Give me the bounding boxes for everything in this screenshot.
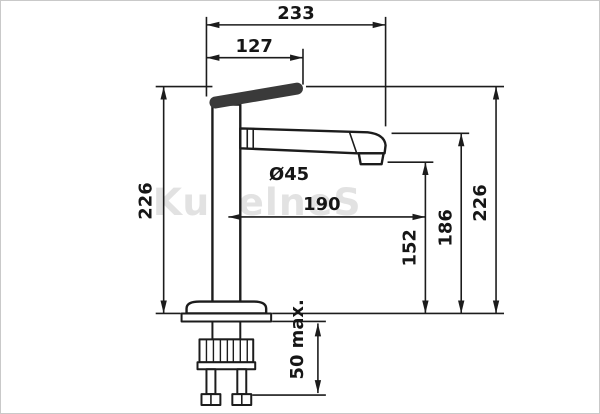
dim-127-label: 127 xyxy=(236,36,273,57)
dim-total-height-right: 226 xyxy=(272,85,505,315)
dim-226l-label: 226 xyxy=(136,182,157,219)
dim-186-label: 186 xyxy=(435,209,456,246)
dim-outlet-height: 152 xyxy=(387,161,434,314)
dim-50-label: 50 max. xyxy=(287,299,308,379)
dim-226r-label: 226 xyxy=(470,184,491,221)
dim-handle-reach: 127 xyxy=(206,36,304,85)
dim-233-label: 233 xyxy=(277,3,314,24)
dim-spout-top-height: 186 xyxy=(391,132,470,314)
mount-clamp xyxy=(198,338,255,364)
dim-total-width: 233 xyxy=(205,3,387,127)
base-washer xyxy=(180,312,273,323)
faucet-drawing xyxy=(180,82,387,407)
dim-max-mount-depth: 50 max. xyxy=(252,299,326,396)
dim-190-label: 190 xyxy=(303,194,340,215)
faucet-spout xyxy=(239,127,387,155)
dim-spout-reach: 190 xyxy=(228,194,426,221)
dim-152-label: 152 xyxy=(399,229,420,266)
dim-height-left: 226 xyxy=(136,85,213,315)
faucet-body xyxy=(211,103,242,305)
dim-45-label: Ø45 xyxy=(269,164,309,185)
mount-shank xyxy=(211,320,242,341)
spout-joint-line xyxy=(348,132,358,155)
mount-stud-right xyxy=(236,368,248,396)
dim-233-extension-lines xyxy=(205,16,387,127)
mount-plate xyxy=(196,361,257,371)
base-flange xyxy=(185,300,268,315)
mount-stud-left xyxy=(205,368,217,396)
dim-outlet-diameter: Ø45 xyxy=(269,164,309,185)
faucet-handle xyxy=(209,82,303,109)
dim-50-extension-lines xyxy=(252,320,326,396)
faucet-aerator xyxy=(357,152,385,166)
dim-226r-extension-lines xyxy=(272,85,505,315)
clamp-ribs xyxy=(205,339,248,362)
